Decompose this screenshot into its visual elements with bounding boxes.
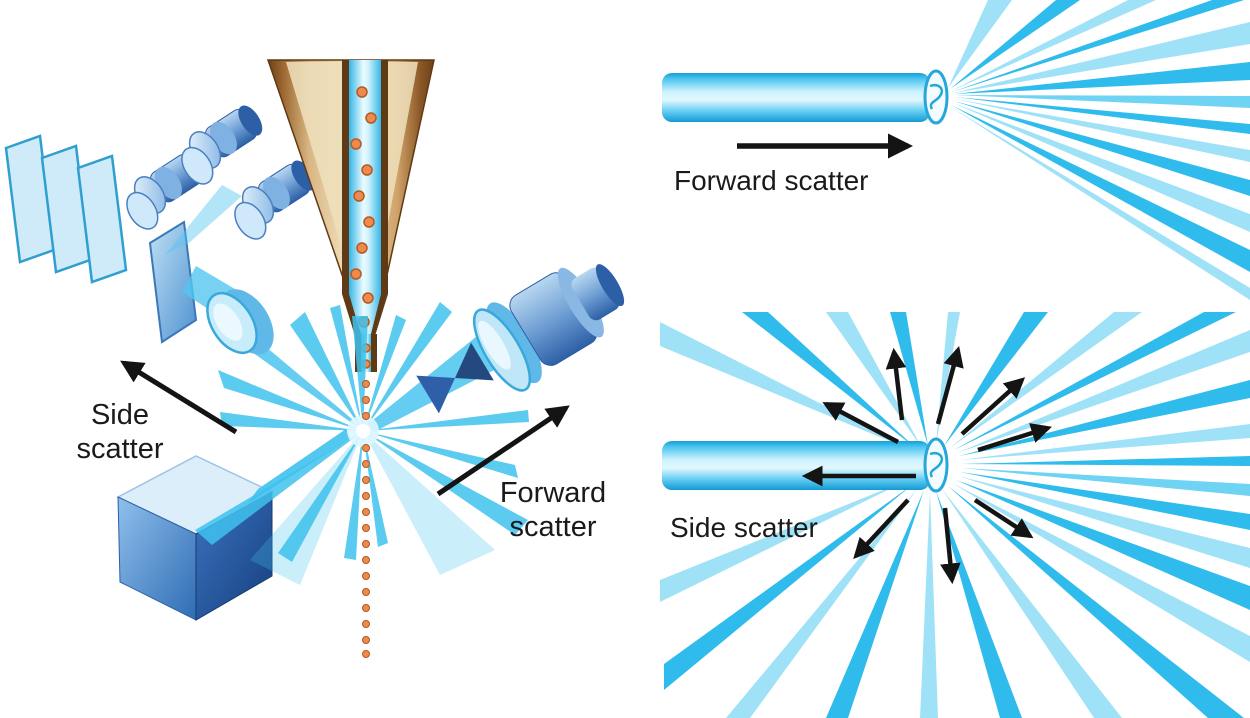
- forward-scatter-rays: [948, 0, 1250, 300]
- laser-beam: [662, 441, 930, 490]
- forward-scatter-panel: Forward scatter: [662, 0, 1250, 300]
- filter-slab: [76, 154, 128, 284]
- collection-lens: [206, 289, 274, 355]
- forward-scatter-text-line2: scatter: [509, 511, 596, 543]
- forward-scatter-text-line1: Forward: [500, 477, 606, 509]
- nozzle-wall-right: [369, 60, 388, 336]
- side-scatter-arrow: [120, 360, 238, 435]
- left-panel: Side scatter Forward scatter: [4, 59, 625, 658]
- laser-beam: [662, 73, 930, 122]
- sample-stream: [362, 380, 370, 658]
- side-scatter-text-line2: scatter: [76, 433, 163, 465]
- cell-icon: [923, 69, 949, 125]
- scatter-burst: [195, 302, 529, 585]
- side-panel-label: Side scatter: [670, 512, 818, 543]
- nozzle-tube-wall: [371, 334, 377, 372]
- side-scatter-direction-arrows: [801, 346, 1052, 585]
- laser-source-cube: [116, 455, 274, 621]
- nozzle-wall-left: [342, 60, 361, 336]
- detector-assembly: [181, 105, 263, 185]
- forward-scatter-arrow: [436, 405, 570, 497]
- forward-panel-label: Forward scatter: [674, 165, 869, 196]
- side-scatter-detector-array: [126, 105, 316, 240]
- optical-filters: [4, 134, 128, 284]
- forward-scatter-label: Forward scatter: [436, 405, 606, 543]
- side-scatter-text-line1: Side: [91, 399, 149, 431]
- nozzle-channel: [349, 60, 381, 334]
- side-scatter-label: Side scatter: [76, 360, 238, 465]
- forward-scatter-detector: [416, 264, 625, 414]
- side-scatter-panel: Side scatter: [660, 312, 1250, 718]
- detector-assembly: [234, 160, 316, 240]
- flow-cell-nozzle: [266, 59, 435, 372]
- cell-icon: [923, 437, 949, 493]
- beam-stop-icon: [416, 342, 494, 414]
- mirror: [148, 220, 198, 344]
